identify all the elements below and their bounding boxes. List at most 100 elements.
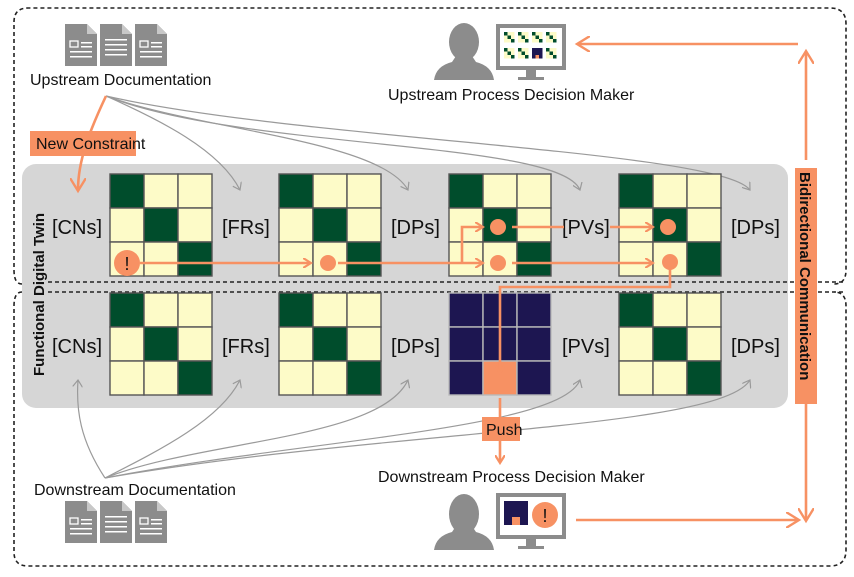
person-silhouette-icon <box>434 23 494 80</box>
upstream-documentation-label: Upstream Documentation <box>30 72 211 89</box>
mini-matrix-cell <box>504 48 508 52</box>
matrix-cell <box>177 326 213 362</box>
mini-matrix-cell <box>546 35 550 39</box>
exclamation-icon: ! <box>532 502 558 528</box>
matrix-cell <box>278 292 314 328</box>
domain-label: [PVs] <box>562 336 610 358</box>
mini-matrix-cell <box>535 39 539 43</box>
matrix-cell <box>177 207 213 243</box>
document-icon <box>65 24 97 66</box>
mini-matrix-cell <box>518 39 522 43</box>
mini-matrix-cell <box>512 509 520 517</box>
matrix-cell <box>482 173 518 209</box>
mini-matrix-cell <box>511 48 515 52</box>
document-icon <box>135 24 167 66</box>
domain-label: [PVs] <box>562 217 610 239</box>
mini-matrix-cell <box>532 51 536 55</box>
bidirectional-communication-badge <box>795 168 817 404</box>
bidirectional-communication-label: Bidirectional Communication <box>796 172 813 380</box>
matrix-cell <box>516 241 552 277</box>
functional-digital-twin-label: Functional Digital Twin <box>31 213 48 376</box>
push-label: Push <box>486 422 522 439</box>
mini-matrix-cell <box>539 35 543 39</box>
matrix-cell <box>686 207 722 243</box>
domain-label: [CNs] <box>52 217 102 239</box>
impact-dot <box>660 219 676 235</box>
matrix-cell <box>312 326 348 362</box>
mini-matrix-cell <box>532 32 536 36</box>
new-constraint-label: New Constraint <box>36 136 146 153</box>
mini-matrix-cell <box>553 55 557 59</box>
matrix-cell <box>618 207 654 243</box>
mini-matrix-cell <box>549 55 553 59</box>
matrix-cell <box>448 360 484 396</box>
impact-dot <box>662 254 678 270</box>
mini-matrix-cell <box>553 48 557 52</box>
matrix-cell <box>448 173 484 209</box>
mini-matrix-cell <box>504 517 512 525</box>
matrix-cell <box>278 207 314 243</box>
mini-matrix-cell <box>518 51 522 55</box>
mini-matrix-cell <box>507 55 511 59</box>
matrix-cell <box>109 292 145 328</box>
mini-matrix-cell <box>532 35 536 39</box>
exclamation-icon: ! <box>114 250 140 276</box>
matrix-cell <box>346 241 382 277</box>
matrix-cell <box>109 173 145 209</box>
matrix-cell <box>618 360 654 396</box>
mini-matrix-cell <box>507 48 511 52</box>
mini-matrix-cell <box>520 501 528 509</box>
mini-matrix-cell <box>525 32 529 36</box>
mini-matrix-cell <box>549 32 553 36</box>
mini-matrix-cell <box>518 35 522 39</box>
upstream-boundary <box>13 7 847 285</box>
mini-matrix-cell <box>520 509 528 517</box>
downstream-documentation-label: Downstream Documentation <box>34 482 236 499</box>
mini-matrix-cell <box>553 51 557 55</box>
matrix-cell <box>346 173 382 209</box>
upstream-documents <box>65 24 167 66</box>
svg-text:!: ! <box>542 506 547 526</box>
mini-matrix-cell <box>520 517 528 525</box>
new-constraint-badge <box>30 131 136 156</box>
matrix-cell <box>516 292 552 328</box>
matrix-cell <box>143 292 179 328</box>
mini-matrix-cell <box>504 509 512 517</box>
matrix-cell <box>516 173 552 209</box>
document-icon <box>135 501 167 543</box>
mini-matrix-cell <box>532 55 536 59</box>
mini-matrix-cell <box>539 39 543 43</box>
matrix-cell <box>686 241 722 277</box>
domain-label: [CNs] <box>52 336 102 358</box>
mini-matrix-cell <box>535 55 539 59</box>
mini-matrix-cell <box>535 48 539 52</box>
matrix-cell <box>177 360 213 396</box>
mini-matrix-cell <box>511 39 515 43</box>
matrix-cell <box>618 292 654 328</box>
matrix-cell <box>346 207 382 243</box>
domain-label: [DPs] <box>731 217 780 239</box>
mini-matrix-cell <box>546 51 550 55</box>
matrix-cell <box>652 326 688 362</box>
matrix-cell <box>109 326 145 362</box>
matrix-cell <box>516 207 552 243</box>
matrix-cell <box>312 173 348 209</box>
matrix-cell <box>686 326 722 362</box>
matrix-cell <box>618 173 654 209</box>
mini-matrix-cell <box>525 55 529 59</box>
matrix-cell <box>346 360 382 396</box>
matrix-cell <box>448 207 484 243</box>
document-icon <box>100 501 132 543</box>
impact-markers <box>320 219 678 271</box>
impact-dot <box>490 255 506 271</box>
downstream-decision-maker-label: Downstream Process Decision Maker <box>378 469 645 486</box>
mini-matrix-cell <box>539 51 543 55</box>
matrix-cell <box>448 241 484 277</box>
mini-matrix-cell <box>504 501 512 509</box>
dsm-matrix-downstream-2 <box>278 292 382 396</box>
document-icon <box>65 501 97 543</box>
mini-matrix-cell <box>518 55 522 59</box>
bidirectional-arrows <box>576 44 806 520</box>
dsm-matrix-downstream-4 <box>618 292 722 396</box>
